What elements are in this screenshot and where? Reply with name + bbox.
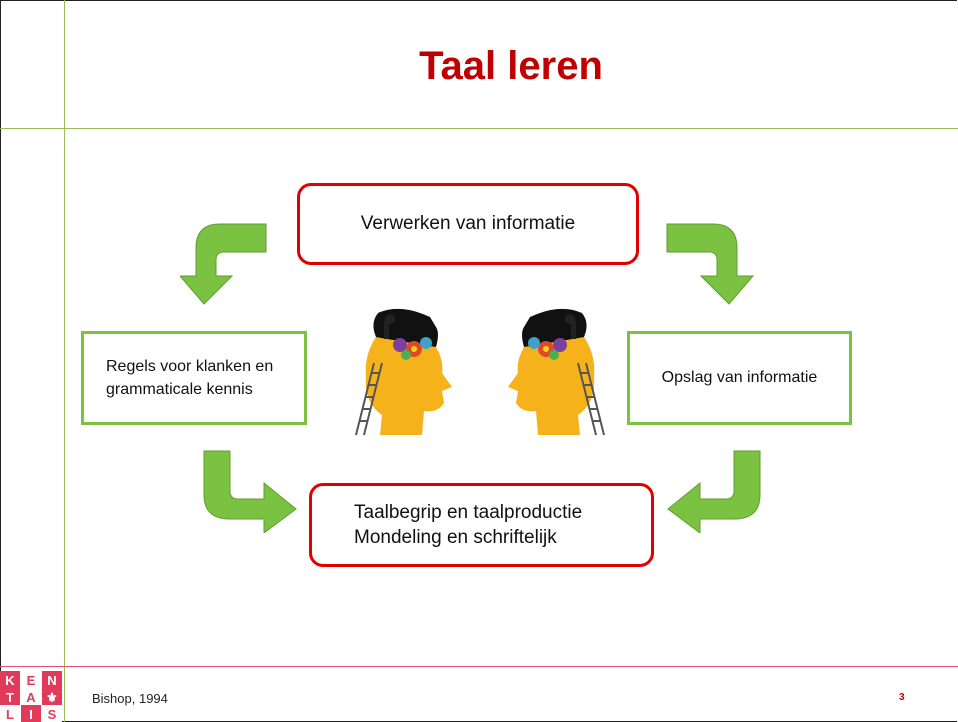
vertical-divider [64, 0, 65, 722]
kentalis-logo: K N T ⚜ I E A L S [0, 671, 62, 722]
box-processing: Verwerken van informatie [297, 183, 639, 265]
svg-text:⚜: ⚜ [46, 690, 58, 705]
box-rules: Regels voor klanken en grammaticale kenn… [81, 331, 307, 425]
svg-text:E: E [27, 673, 36, 688]
title-divider [0, 128, 958, 129]
box-storage: Opslag van informatie [627, 331, 852, 425]
page-number: 3 [899, 692, 905, 703]
svg-text:N: N [47, 673, 56, 688]
svg-text:I: I [29, 707, 33, 722]
svg-text:L: L [6, 707, 14, 722]
box-comprehension: Taalbegrip en taalproductie Mondeling en… [309, 483, 654, 567]
svg-text:S: S [48, 707, 57, 722]
curved-arrow-icon [667, 450, 761, 533]
curved-arrow-icon [203, 450, 297, 533]
svg-text:K: K [5, 673, 15, 688]
open-head-gears-icon [355, 308, 605, 436]
curved-arrow-icon [180, 223, 267, 305]
footer-divider [0, 666, 958, 667]
footer-citation: Bishop, 1994 [92, 691, 168, 706]
svg-text:T: T [6, 690, 14, 705]
svg-text:A: A [26, 690, 36, 705]
slide-title: Taal leren [419, 44, 603, 88]
curved-arrow-icon [666, 223, 755, 305]
